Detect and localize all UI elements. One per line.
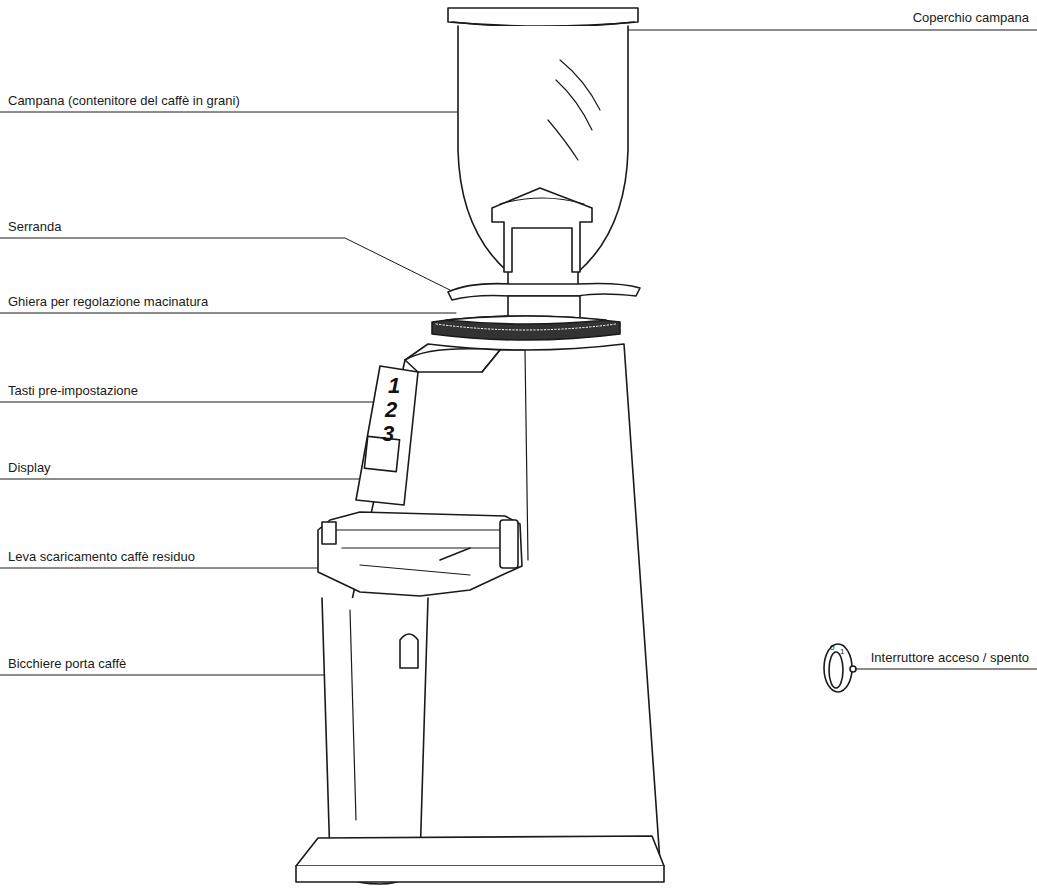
part-label: Coperchio campana (913, 10, 1029, 26)
grind-ring (432, 316, 620, 340)
base (296, 836, 664, 866)
switch-mark: 1 (840, 648, 844, 656)
leader-line (0, 112, 510, 113)
preset-number: 3 (382, 423, 394, 445)
hopper-insert-edge (500, 198, 584, 204)
switch-knob (829, 652, 843, 688)
part-label: Ghiera per regolazione macinatura (8, 294, 208, 310)
lever-handle (322, 522, 336, 544)
part-label: Leva scaricamento caffè residuo (8, 549, 195, 565)
lever-end (500, 520, 518, 568)
part-label: Display (8, 460, 51, 476)
cup-window (400, 634, 418, 668)
collar (508, 296, 580, 318)
hopper-lid (448, 8, 638, 26)
switch-bezel (824, 644, 852, 692)
switch-pointer (850, 666, 856, 672)
front-panel (356, 366, 418, 505)
base-edge (296, 866, 664, 882)
leader-line (0, 479, 366, 480)
grind-ring-top (446, 316, 606, 324)
cup-edge (350, 610, 356, 820)
part-label: Serranda (8, 219, 61, 235)
leader-line (0, 313, 456, 314)
lever-detail (330, 530, 505, 575)
leader-line (0, 568, 345, 569)
body-top-bevel (405, 349, 500, 372)
lever (440, 548, 470, 560)
leader-line (560, 30, 1037, 31)
leader-line (0, 675, 352, 676)
lever-assembly (318, 512, 522, 596)
part-label: Campana (contenitore del caffè in grani) (8, 93, 240, 109)
leader-line (0, 238, 462, 296)
preset-number: 2 (385, 399, 397, 421)
leader-line (0, 402, 378, 403)
hopper-reflection (548, 60, 600, 160)
part-label: Interruttore acceso / spento (871, 650, 1029, 666)
switch-mark: 0 (830, 644, 834, 652)
hopper-insert (492, 188, 592, 272)
hopper (458, 26, 628, 288)
part-label: Bicchiere porta caffè (8, 656, 126, 672)
part-label: Tasti pre-impostazione (8, 383, 138, 399)
grind-ring-knurl (436, 324, 616, 330)
leader-line (842, 669, 1037, 670)
preset-number: 1 (388, 375, 400, 397)
